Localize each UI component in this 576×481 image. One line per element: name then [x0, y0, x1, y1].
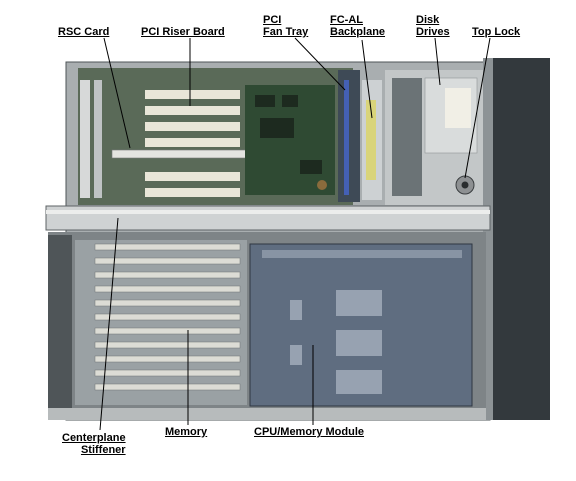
disk-drive-1	[392, 78, 422, 196]
label-disk-drives: Disk Drives	[416, 14, 450, 38]
pci-slots	[145, 90, 240, 197]
label-disk-drives-line1: Disk	[416, 14, 440, 26]
bottom-rail	[48, 408, 486, 420]
centerplane-stiffener-shape	[45, 205, 491, 231]
label-pci-fan-tray-line2: Fan Tray	[263, 26, 309, 38]
label-memory: Memory	[165, 426, 208, 438]
label-centerplane-stiffener-line1: Centerplane	[62, 432, 126, 444]
leader-lines	[99, 37, 491, 431]
label-centerplane-stiffener: Centerplane Stiffener	[62, 432, 126, 456]
label-fcal-backplane-line1: FC-AL	[330, 14, 363, 26]
label-fcal-backplane: FC-AL Backplane	[330, 14, 385, 38]
rear-panel-slots	[80, 80, 102, 198]
stiffener-highlight	[46, 210, 490, 214]
label-rsc-card: RSC Card	[58, 26, 110, 38]
disk-drive-label	[445, 88, 471, 128]
label-top-lock: Top Lock	[472, 26, 521, 38]
riser-components	[255, 95, 327, 190]
label-pci-fan-tray: PCI Fan Tray	[263, 14, 308, 38]
front-bezel	[490, 58, 550, 420]
fan-tray-wires	[344, 80, 349, 195]
left-grill	[48, 235, 72, 417]
label-fcal-backplane-line2: Backplane	[330, 26, 386, 38]
label-disk-drives-line2: Drives	[416, 26, 450, 38]
bezel-edge	[483, 58, 493, 420]
memory-modules	[94, 243, 241, 391]
fcal-backplane-label	[366, 100, 376, 180]
top-lock-core	[461, 181, 469, 189]
label-centerplane-stiffener-line2: Stiffener	[80, 444, 126, 456]
label-pci-fan-tray-line1: PCI	[263, 14, 282, 26]
label-pci-riser-board: PCI Riser Board	[141, 26, 225, 38]
label-cpu-memory-module: CPU/Memory Module	[254, 426, 365, 438]
cpu-module-diagrams	[262, 250, 462, 394]
memory-area	[75, 240, 247, 405]
